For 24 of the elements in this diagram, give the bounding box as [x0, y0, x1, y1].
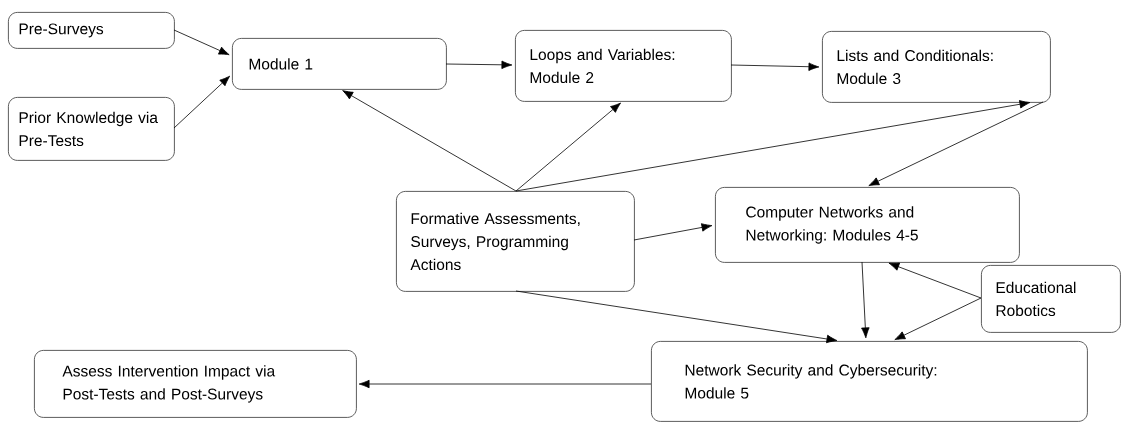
arrow: [888, 262, 982, 299]
arrow: [633, 223, 713, 241]
process-box: Educational Robotics: [981, 265, 1121, 333]
process-box: Loops and Variables: Module 2: [515, 30, 732, 102]
arrow: [868, 101, 1044, 187]
arrow: [342, 90, 517, 192]
process-box: Computer Networks and Networking: Modules 4-5: [715, 187, 1020, 263]
process-box: Prior Knowledge via Pre-Tests: [8, 97, 175, 161]
process-box: Assess Intervention Impact via Post-Tests and Post-Surveys: [34, 350, 357, 418]
arrow: [515, 102, 621, 192]
arrow: [894, 297, 982, 341]
process-box: Network Security and Cybersecurity: Module 5: [651, 341, 1088, 422]
process-box: Module 1: [232, 38, 447, 90]
arrow: [358, 379, 652, 389]
process-box: Pre-Surveys: [8, 12, 175, 49]
process-box: Lists and Conditionals: Module 3: [822, 31, 1051, 103]
process-box: Formative Assessments, Surveys, Programming Actions: [396, 191, 635, 292]
arrow: [861, 261, 870, 339]
arrow: [730, 62, 820, 71]
arrow: [515, 100, 1031, 192]
arrow: [173, 75, 231, 129]
arrow: [445, 60, 513, 70]
arrow: [515, 290, 838, 344]
arrow: [173, 29, 230, 56]
